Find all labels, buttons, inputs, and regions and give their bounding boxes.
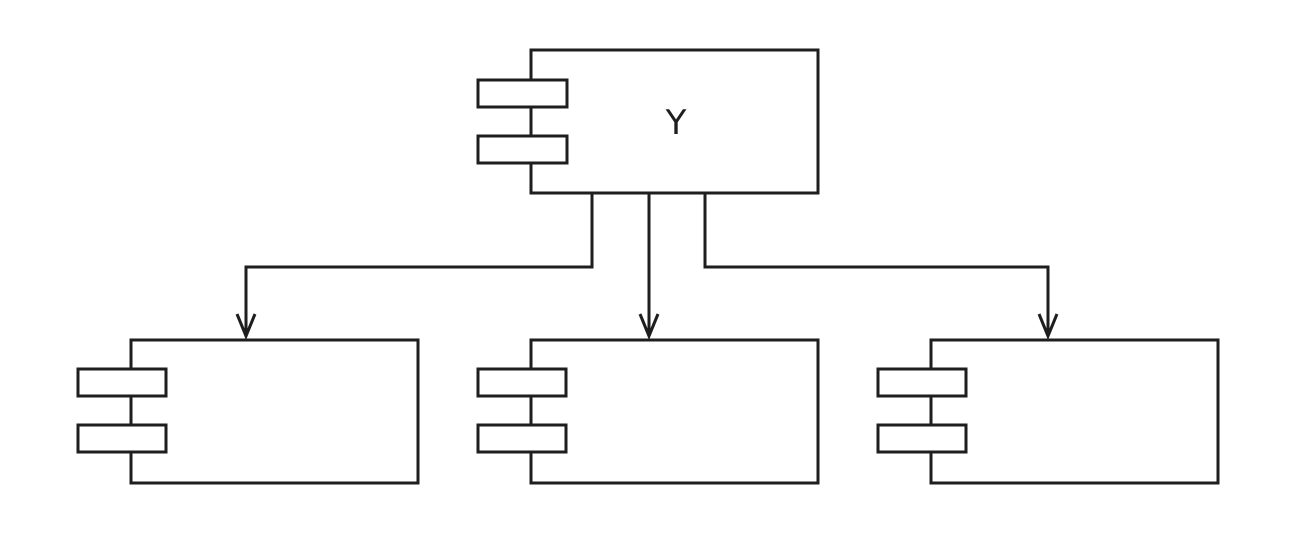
- component-label: Y: [665, 103, 687, 143]
- edge-parent-to-child-middle: [638, 193, 660, 340]
- component-port-icon: [476, 134, 569, 165]
- component-parent: Y: [476, 48, 820, 195]
- component-port-icon: [476, 78, 569, 109]
- component-port-icon: [476, 367, 568, 398]
- component-child-middle: [476, 338, 820, 485]
- edge-parent-to-child-left: [235, 193, 594, 340]
- component-child-right: [876, 338, 1220, 485]
- arrowhead-icon: [235, 313, 257, 340]
- component-port-icon: [876, 423, 968, 454]
- arrowhead-icon: [638, 313, 660, 340]
- arrowhead-icon: [1037, 313, 1059, 340]
- component-port-icon: [76, 423, 168, 454]
- component-child-left: [76, 338, 420, 485]
- component-port-icon: [876, 367, 968, 398]
- edge-parent-to-child-right: [703, 193, 1059, 340]
- component-port-icon: [76, 367, 168, 398]
- component-port-icon: [476, 423, 568, 454]
